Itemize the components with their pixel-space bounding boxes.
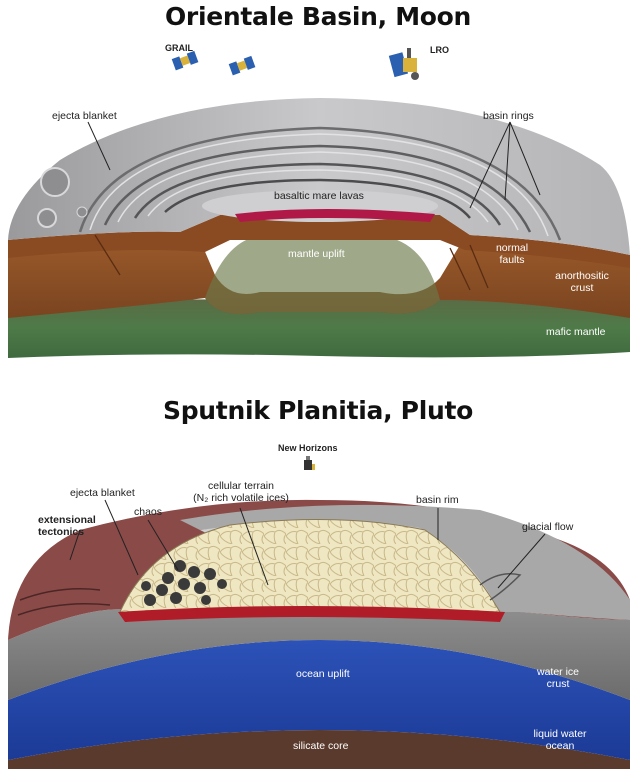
extensional-tectonics-label: extensional tectonics	[38, 514, 96, 538]
silicate-core-label: silicate core	[293, 740, 349, 752]
normal-faults-line-2: faults	[499, 254, 525, 266]
basin-rings-label: basin rings	[483, 110, 534, 122]
lro-spacecraft-icon	[388, 48, 419, 80]
chaos-label: chaos	[134, 506, 163, 518]
mafic-mantle-label: mafic mantle	[546, 326, 606, 338]
pluto-ejecta-blanket-label: ejecta blanket	[70, 487, 135, 499]
cellular-terrain-line-1: cellular terrain	[208, 480, 274, 492]
grail-spacecraft-icon	[171, 50, 256, 76]
glacial-flow-label: glacial flow	[522, 521, 574, 533]
mare-lavas-label: basaltic mare lavas	[274, 190, 364, 202]
normal-faults-label: normal faults	[482, 242, 542, 266]
moon-title: Orientale Basin, Moon	[164, 2, 472, 31]
ocean-uplift-label: ocean uplift	[296, 668, 350, 680]
new-horizons-spacecraft-icon	[304, 456, 315, 470]
basin-rim-label: basin rim	[416, 494, 459, 506]
extensional-line-1: extensional	[38, 514, 96, 526]
liquid-water-ocean-label: liquid water ocean	[524, 728, 596, 752]
cellular-terrain-line-2: (N₂ rich volatile ices)	[193, 492, 289, 504]
liquid-water-line-1: liquid water	[533, 728, 587, 740]
pluto-cross-section	[8, 499, 630, 769]
moon-cross-section	[8, 98, 630, 358]
water-ice-crust-label: water ice crust	[528, 666, 588, 690]
pluto-title: Sputnik Planitia, Pluto	[163, 396, 473, 425]
mantle-uplift-label: mantle uplift	[288, 248, 345, 260]
anorthositic-crust-line-2: crust	[570, 282, 594, 294]
water-ice-line-2: crust	[546, 678, 570, 690]
moon-ejecta-blanket-label: ejecta blanket	[52, 110, 117, 122]
liquid-water-line-2: ocean	[545, 740, 575, 752]
lro-label: LRO	[430, 45, 449, 55]
water-ice-line-1: water ice	[536, 666, 579, 678]
anorthositic-crust-label: anorthositic crust	[548, 270, 616, 294]
anorthositic-crust-line-1: anorthositic	[555, 270, 609, 282]
grail-label: GRAIL	[165, 43, 193, 53]
cellular-terrain-label: cellular terrain (N₂ rich volatile ices)	[176, 480, 306, 504]
extensional-line-2: tectonics	[38, 526, 85, 538]
normal-faults-line-1: normal	[495, 242, 529, 254]
new-horizons-label: New Horizons	[278, 443, 338, 453]
